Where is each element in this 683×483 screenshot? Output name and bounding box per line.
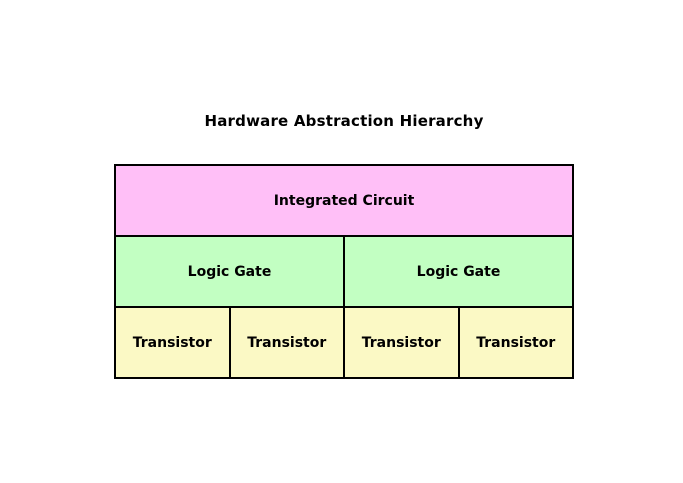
integrated-circuit-box: Integrated Circuit xyxy=(116,166,572,235)
hierarchy-diagram: Integrated Circuit Logic Gate Logic Gate… xyxy=(114,164,574,379)
transistor-box-2: Transistor xyxy=(230,308,343,377)
logic-gate-box-2: Logic Gate xyxy=(345,237,572,306)
logic-gate-label: Logic Gate xyxy=(187,263,272,280)
transistor-label: Transistor xyxy=(361,334,441,351)
logic-gate-label: Logic Gate xyxy=(416,263,501,280)
logic-gate-box-1: Logic Gate xyxy=(116,237,343,306)
transistor-label: Transistor xyxy=(476,334,556,351)
transistor-box-3: Transistor xyxy=(345,308,458,377)
transistor-box-4: Transistor xyxy=(459,308,572,377)
integrated-circuit-label: Integrated Circuit xyxy=(273,192,415,209)
diagram-title: Hardware Abstraction Hierarchy xyxy=(204,112,484,130)
transistor-box-1: Transistor xyxy=(116,308,229,377)
transistor-label: Transistor xyxy=(132,334,212,351)
transistor-label: Transistor xyxy=(247,334,327,351)
